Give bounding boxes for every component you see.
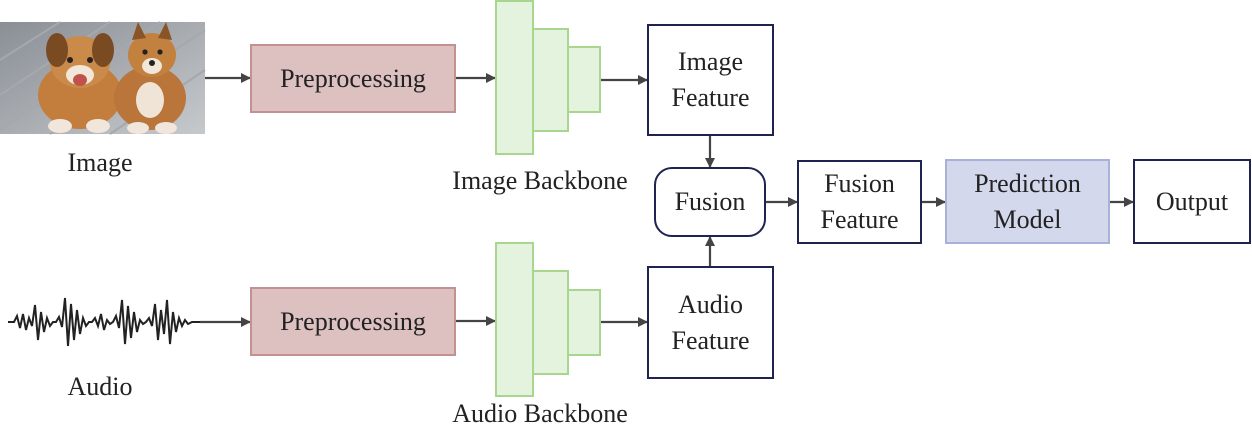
image-thumbnail (0, 21, 206, 135)
audio-preprocessing-box: Preprocessing (250, 287, 456, 356)
audio-backbone-layer-2 (532, 270, 569, 375)
audio-backbone-layer-3 (567, 289, 601, 356)
image-backbone-layer-2 (532, 28, 569, 132)
audio-feature-box: Audio Feature (647, 266, 774, 379)
prediction-model-line2: Model (993, 204, 1062, 234)
prediction-model-line1: Prediction (974, 168, 1081, 198)
image-backbone-label: Image Backbone (452, 166, 628, 195)
output-label: Output (1155, 186, 1229, 216)
fusion-feature-line2: Feature (820, 205, 899, 234)
fusion-box: Fusion (654, 167, 766, 237)
image-feature-line1: Image (678, 47, 743, 77)
image-backbone-layer-1 (495, 0, 534, 155)
audio-backbone-layer-1 (495, 242, 534, 397)
image-input-label: Image (67, 148, 133, 177)
image-preprocessing-box: Preprocessing (250, 44, 456, 113)
audio-backbone-label: Audio Backbone (452, 399, 628, 428)
output-box: Output (1133, 159, 1251, 244)
image-preprocessing-label: Preprocessing (280, 63, 426, 93)
fusion-feature-box: Fusion Feature (797, 160, 922, 244)
prediction-model-box: Prediction Model (945, 159, 1110, 244)
image-backbone-layer-3 (567, 46, 601, 113)
audio-preprocessing-label: Preprocessing (280, 306, 426, 336)
audio-feature-line2: Feature (671, 325, 750, 355)
audio-feature-line1: Audio (678, 289, 743, 319)
fusion-feature-line1: Fusion (824, 169, 895, 199)
image-feature-line2: Feature (671, 83, 750, 112)
audio-waveform-icon (8, 297, 200, 347)
audio-input-label: Audio (67, 372, 133, 401)
image-feature-box: Image Feature (647, 24, 774, 136)
fusion-label: Fusion (674, 187, 746, 217)
